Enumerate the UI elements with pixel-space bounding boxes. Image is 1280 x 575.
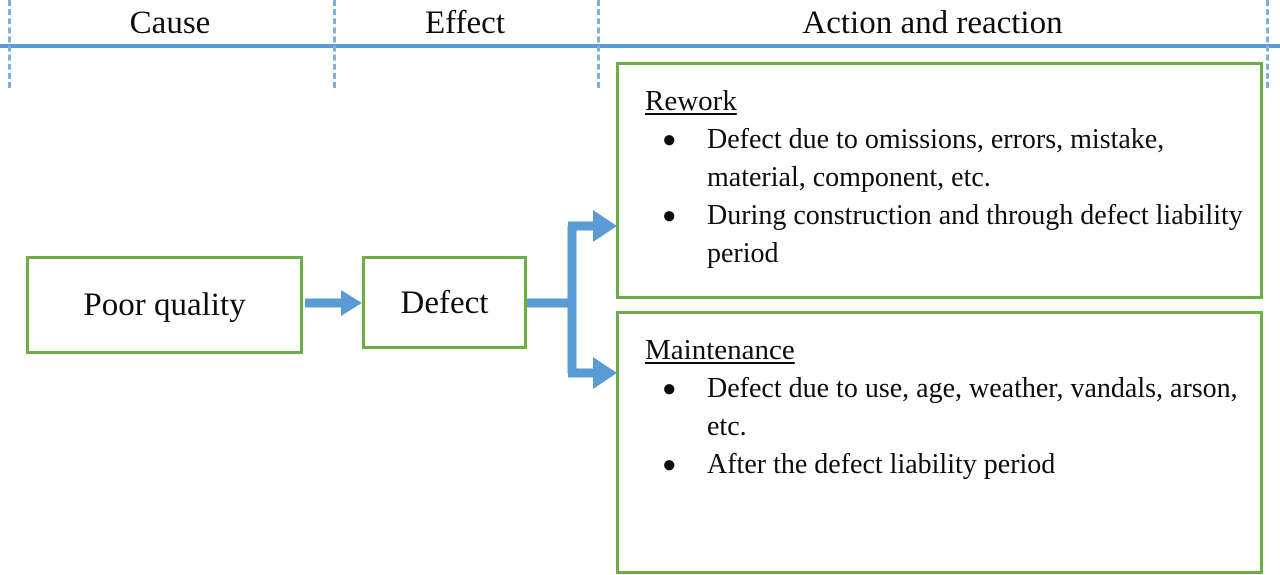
- list-item: ● After the defect liability period: [645, 446, 1250, 484]
- column-divider-effect-action: [597, 0, 600, 88]
- panel-box-maintenance[interactable]: Maintenance ● Defect due to use, age, we…: [616, 311, 1263, 574]
- node-label-defect: Defect: [400, 284, 489, 321]
- list-item: ● Defect due to omissions, errors, mista…: [645, 121, 1250, 197]
- header-label-action-and-reaction: Action and reaction: [802, 5, 1063, 41]
- arrow-poor-quality-to-defect: [305, 290, 362, 316]
- header-label-effect: Effect: [424, 5, 505, 41]
- panel-title-maintenance: Maintenance: [645, 334, 795, 366]
- list-item: ● Defect due to use, age, weather, vanda…: [645, 370, 1250, 446]
- panel-bullet-list-rework: ● Defect due to omissions, errors, mista…: [645, 121, 1250, 273]
- bullet-icon: ●: [662, 203, 677, 229]
- arrowhead-icon: [593, 210, 617, 242]
- arrowhead-icon: [341, 290, 362, 316]
- column-divider-right: [1266, 0, 1269, 88]
- panel-bullet-list-maintenance: ● Defect due to use, age, weather, vanda…: [645, 370, 1250, 484]
- list-item-text: Defect due to use, age, weather, vandals…: [707, 373, 1238, 442]
- column-divider-cause-effect: [333, 0, 336, 88]
- list-item-text: After the defect liability period: [707, 449, 1056, 480]
- node-label-poor-quality: Poor quality: [83, 287, 246, 323]
- bullet-icon: ●: [662, 127, 677, 153]
- panel-box-rework[interactable]: Rework ● Defect due to omissions, errors…: [616, 62, 1263, 299]
- node-box-poor-quality[interactable]: Poor quality: [26, 256, 303, 354]
- arrowhead-icon: [593, 357, 617, 389]
- list-item-text: Defect due to omissions, errors, mistake…: [707, 124, 1165, 193]
- panel-title-rework: Rework: [645, 85, 737, 117]
- header-divider-line: [0, 44, 1280, 48]
- list-item-text: During construction and through defect l…: [707, 200, 1243, 269]
- arrow-defect-to-maintenance: [568, 357, 617, 389]
- column-divider-left: [8, 0, 11, 88]
- node-box-defect[interactable]: Defect: [362, 256, 527, 349]
- header-label-cause: Cause: [129, 5, 211, 41]
- list-item: ● During construction and through defect…: [645, 197, 1250, 273]
- bullet-icon: ●: [662, 376, 677, 402]
- arrow-defect-branch-trunk: [527, 226, 577, 373]
- bullet-icon: ●: [662, 452, 677, 478]
- arrow-defect-to-rework: [568, 210, 617, 242]
